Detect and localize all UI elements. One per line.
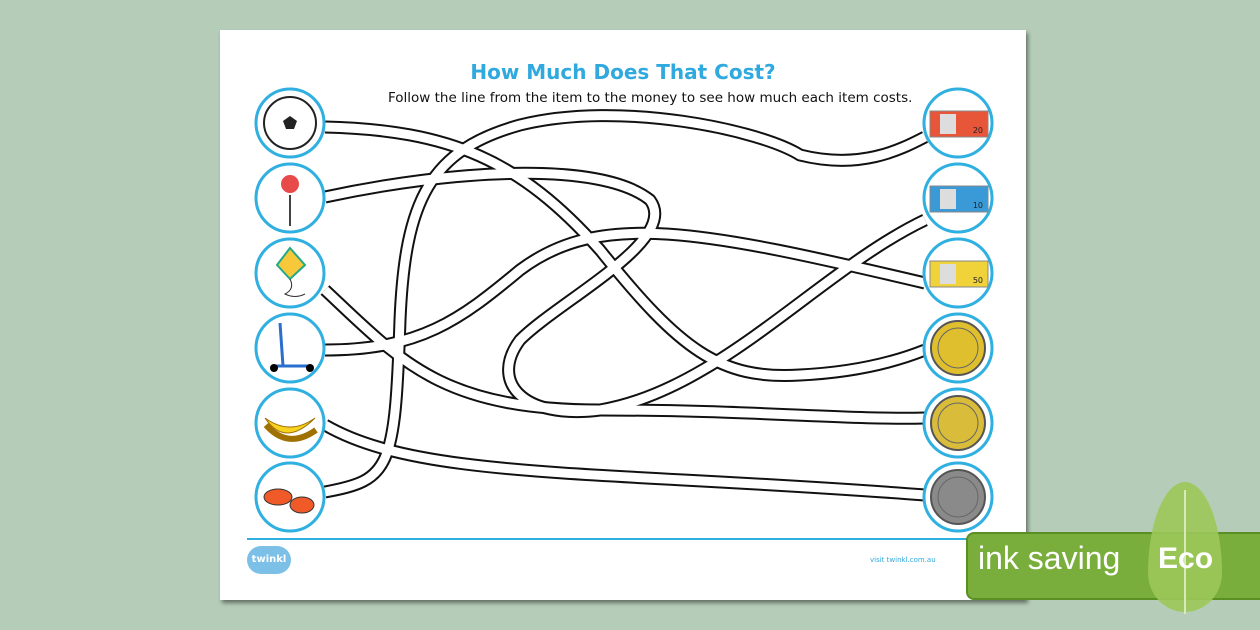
banknote-icon xyxy=(929,185,989,213)
scooter-icon xyxy=(270,322,314,372)
maze-path xyxy=(324,111,928,497)
maze-path-outline xyxy=(323,109,928,499)
money-50c xyxy=(922,461,994,533)
ink-saving-label: ink saving xyxy=(978,540,1121,576)
coin-icon xyxy=(930,395,986,451)
shoes-icon xyxy=(263,488,315,514)
soccer-ball-icon xyxy=(263,96,317,150)
maze-path xyxy=(324,228,927,355)
item-lollipop xyxy=(254,162,326,234)
note-value: 10 xyxy=(973,201,983,210)
coin-icon xyxy=(930,469,986,525)
money-50: 50 xyxy=(922,237,994,309)
maze-path xyxy=(322,421,926,500)
worksheet: How Much Does That Cost? Follow the line… xyxy=(220,30,1026,600)
maze-path xyxy=(324,168,927,416)
banknote-icon xyxy=(929,260,989,288)
money-$2 xyxy=(922,387,994,459)
money-20: 20 xyxy=(922,87,994,159)
item-scooter xyxy=(254,312,326,384)
banknote-icon xyxy=(929,110,989,138)
eco-label: Eco xyxy=(1158,542,1214,575)
page-title: How Much Does That Cost? xyxy=(470,60,776,84)
note-value: 20 xyxy=(973,126,983,135)
kite-icon xyxy=(275,246,307,297)
coin-icon xyxy=(930,320,986,376)
money-$1 xyxy=(922,312,994,384)
leaf-stem xyxy=(1184,490,1186,614)
footer-rule xyxy=(247,538,997,540)
money-10: 10 xyxy=(922,162,994,234)
footer-url: visit twinkl.com.au xyxy=(870,556,936,564)
item-kite xyxy=(254,237,326,309)
instruction: Follow the line from the item to the mon… xyxy=(388,90,913,106)
item-bananas xyxy=(254,387,326,459)
note-value: 50 xyxy=(973,276,983,285)
twinkl-logo: twinkl xyxy=(247,546,291,574)
bananas-icon xyxy=(263,417,318,442)
item-shoes xyxy=(254,461,326,533)
item-soccer-ball xyxy=(254,87,326,159)
lollipop-icon xyxy=(279,173,301,226)
maze: 20 10 50 xyxy=(254,87,994,533)
maze-path xyxy=(321,286,926,423)
